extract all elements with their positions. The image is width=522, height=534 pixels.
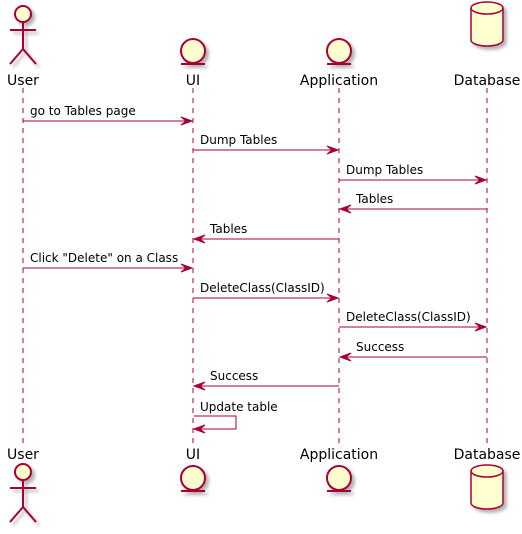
- message: Success: [192, 369, 339, 391]
- message-label: Click "Delete" on a Class: [30, 251, 178, 265]
- database-body: [470, 464, 504, 510]
- arrow-head: [192, 381, 206, 391]
- message-label: DeleteClass(ClassID): [346, 310, 471, 324]
- message-label: Success: [356, 340, 404, 354]
- entity-icon: [180, 38, 206, 65]
- entity-icon: [326, 465, 352, 492]
- message-label: Update table: [200, 400, 278, 414]
- database-icon: [470, 464, 504, 510]
- entity-icon: [326, 38, 352, 65]
- participant-label-ui: UI: [186, 73, 200, 89]
- actor-head: [14, 5, 32, 23]
- participant-label-ui: UI: [186, 447, 200, 463]
- arrow-head: [192, 234, 206, 244]
- participants-top: User UI Application Database: [7, 1, 521, 89]
- actor-head: [14, 463, 32, 481]
- message: Dump Tables: [339, 163, 488, 185]
- database-rim: [470, 7, 504, 15]
- message-label: Tables: [209, 222, 247, 236]
- participant-label-app: Application: [300, 73, 378, 89]
- arrow-head: [326, 293, 340, 303]
- arrow-head: [474, 175, 488, 185]
- message-line: [194, 415, 237, 430]
- entity-circle: [326, 38, 352, 64]
- entity-circle: [326, 465, 352, 491]
- message-label: go to Tables page: [30, 104, 136, 118]
- arrow-head: [180, 263, 194, 273]
- message: Click "Delete" on a Class: [23, 251, 194, 273]
- actor-legs: [9, 505, 37, 523]
- message: Dump Tables: [193, 133, 340, 155]
- actor-legs: [9, 47, 37, 65]
- message-label: Dump Tables: [200, 133, 277, 147]
- participant-label-app: Application: [300, 447, 378, 463]
- entity-circle: [180, 38, 206, 64]
- entity-icon: [180, 465, 206, 492]
- message: Success: [338, 340, 487, 362]
- arrow-head: [338, 204, 352, 214]
- message: DeleteClass(ClassID): [193, 281, 340, 303]
- participants-bottom: User UI Application Database: [7, 447, 521, 523]
- participant-label-user: User: [7, 447, 39, 463]
- message-label: Success: [210, 369, 258, 383]
- entity-circle: [180, 465, 206, 491]
- arrow-head: [326, 145, 340, 155]
- arrow-head: [192, 424, 206, 434]
- database-rim: [470, 470, 504, 478]
- participant-label-db: Database: [454, 447, 521, 463]
- message-label: DeleteClass(ClassID): [200, 281, 325, 295]
- arrow-head: [338, 352, 352, 362]
- database-body: [470, 1, 504, 47]
- participant-label-db: Database: [454, 73, 521, 89]
- message: Tables: [192, 222, 339, 244]
- message-label: Tables: [355, 192, 393, 206]
- arrow-head: [474, 322, 488, 332]
- actor-icon: [9, 5, 37, 65]
- participant-label-user: User: [7, 73, 39, 89]
- arrow-head: [180, 116, 194, 126]
- message: Update table: [192, 400, 278, 434]
- message: Tables: [338, 192, 487, 214]
- actor-icon: [9, 463, 37, 523]
- message: DeleteClass(ClassID): [339, 310, 488, 332]
- message: go to Tables page: [23, 104, 194, 126]
- database-icon: [470, 1, 504, 47]
- message-label: Dump Tables: [346, 163, 423, 177]
